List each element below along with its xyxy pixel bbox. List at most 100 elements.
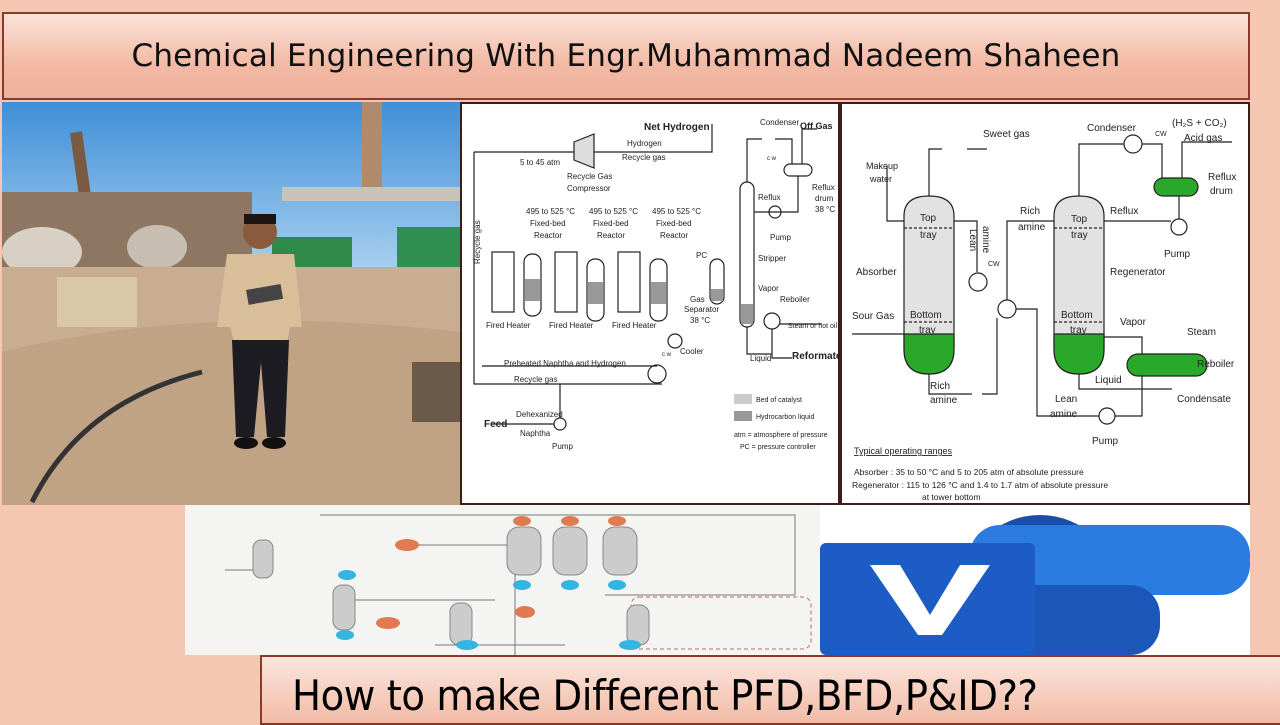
label: tray — [1071, 230, 1088, 241]
label: Cooler — [680, 347, 704, 356]
label: Fired Heater — [486, 321, 531, 330]
label: Rich — [1020, 206, 1040, 217]
label: Condensate — [1177, 394, 1231, 405]
label: Bottom — [1061, 310, 1093, 321]
label: 495 to 525 °C — [652, 207, 701, 216]
label: Fired Heater — [549, 321, 594, 330]
label: drum — [815, 194, 834, 203]
label: Pump — [1164, 249, 1191, 260]
label: CW — [988, 261, 1000, 268]
label: Lean — [967, 229, 978, 251]
label: amine — [980, 226, 991, 254]
label: Bottom — [910, 310, 942, 321]
label: Reboiler — [1197, 359, 1235, 370]
label: Condenser — [1087, 123, 1137, 134]
label: Reactor — [534, 231, 562, 240]
label: Steam or hot oil — [788, 323, 837, 330]
label: Reflux — [758, 193, 781, 202]
label: Regenerator — [1110, 267, 1166, 278]
label: Preheated Naphtha and Hydrogen — [504, 359, 626, 368]
label: Acid gas — [1184, 133, 1222, 144]
label: tray — [920, 230, 937, 241]
label: Reformate — [792, 351, 838, 362]
label: Stripper — [758, 254, 786, 263]
label: Gas — [690, 295, 705, 304]
label: Absorber — [856, 267, 897, 278]
label: Off Gas — [800, 121, 833, 131]
label: Separator — [684, 305, 719, 314]
label: Makeup — [866, 161, 898, 171]
label: 38 °C — [815, 205, 835, 214]
amine-treating-pfd: Sweet gas Makeup water Top tray Absorber… — [840, 102, 1250, 505]
legend-note: PC = pressure controller — [740, 444, 816, 451]
alkylation-pfd-image — [185, 505, 820, 665]
notes-regenerator: Regenerator : 115 to 126 °C and 1.4 to 1… — [852, 480, 1108, 490]
notes-regenerator-cont: at tower bottom — [922, 492, 981, 502]
legend-entry: Bed of catalyst — [756, 397, 802, 404]
label: Pump — [770, 233, 791, 242]
notes-heading: Typical operating ranges — [854, 446, 953, 456]
video-headline: How to make Different PFD,BFD,P&ID?? — [292, 670, 1038, 720]
label: Condenser — [760, 118, 799, 127]
label: water — [869, 174, 892, 184]
label: Recycle gas — [514, 375, 558, 384]
label: Fixed-bed — [656, 219, 692, 228]
label: Pump — [552, 442, 573, 451]
label: Hydrogen — [627, 139, 662, 148]
label: (H₂S + CO₂) — [1172, 118, 1227, 129]
label: Reactor — [597, 231, 625, 240]
channel-title: Chemical Engineering With Engr.Muhammad … — [131, 38, 1121, 74]
label: Recycle gas — [473, 220, 482, 264]
label: Fixed-bed — [530, 219, 566, 228]
label: Fixed-bed — [593, 219, 629, 228]
label: Recycle Gas — [567, 172, 612, 181]
label: Reboiler — [780, 295, 810, 304]
label: Feed — [484, 419, 507, 430]
label: Pump — [1092, 436, 1119, 447]
label: c w — [767, 156, 777, 162]
pfd2-labels: Sweet gas Makeup water Top tray Absorber… — [852, 118, 1236, 502]
label: Recycle gas — [622, 153, 666, 162]
label: Fired Heater — [612, 321, 657, 330]
notes-absorber: Absorber : 35 to 50 °C and 5 to 205 atm … — [854, 467, 1084, 477]
label: Naphtha — [520, 429, 551, 438]
label: Top — [1071, 214, 1088, 225]
label: PC — [696, 251, 707, 260]
pfd1-labels: Net Hydrogen Hydrogen Recycle gas 5 to 4… — [473, 118, 842, 451]
label: drum — [1210, 186, 1233, 197]
visio-logo — [820, 505, 1250, 655]
label: Compressor — [567, 184, 611, 193]
label: 5 to 45 atm — [520, 158, 560, 167]
label: Dehexanized — [516, 410, 563, 419]
label: 495 to 525 °C — [589, 207, 638, 216]
label: amine — [1018, 222, 1046, 233]
label: CW — [1155, 131, 1167, 138]
label: Rich — [930, 381, 950, 392]
label: tray — [1070, 325, 1087, 336]
label: tray — [919, 325, 936, 336]
label: amine — [1050, 409, 1078, 420]
label: Sweet gas — [983, 129, 1030, 140]
label: Top — [920, 213, 937, 224]
label: amine — [930, 395, 958, 406]
label: Reflux — [812, 183, 835, 192]
label: Net Hydrogen — [644, 122, 710, 133]
label: Reflux — [1110, 206, 1138, 217]
bottom-banner: How to make Different PFD,BFD,P&ID?? — [260, 655, 1280, 725]
label: Liquid — [750, 354, 771, 363]
label: 38 °C — [690, 316, 710, 325]
legend-entry: Hydrocarbon liquid — [756, 414, 814, 421]
label: Sour Gas — [852, 311, 894, 322]
label: Reactor — [660, 231, 688, 240]
engineer-photo — [2, 102, 460, 505]
label: c w — [662, 352, 672, 358]
title-banner: Chemical Engineering With Engr.Muhammad … — [2, 12, 1250, 100]
legend-note: atm = atmosphere of pressure — [734, 432, 828, 439]
label: Liquid — [1095, 375, 1122, 386]
label: Steam — [1187, 327, 1216, 338]
catalytic-reformer-pfd: Net Hydrogen Hydrogen Recycle gas 5 to 4… — [460, 102, 842, 505]
label: Vapor — [758, 284, 779, 293]
label: 495 to 525 °C — [526, 207, 575, 216]
label: Reflux — [1208, 172, 1236, 183]
label: Lean — [1055, 394, 1077, 405]
